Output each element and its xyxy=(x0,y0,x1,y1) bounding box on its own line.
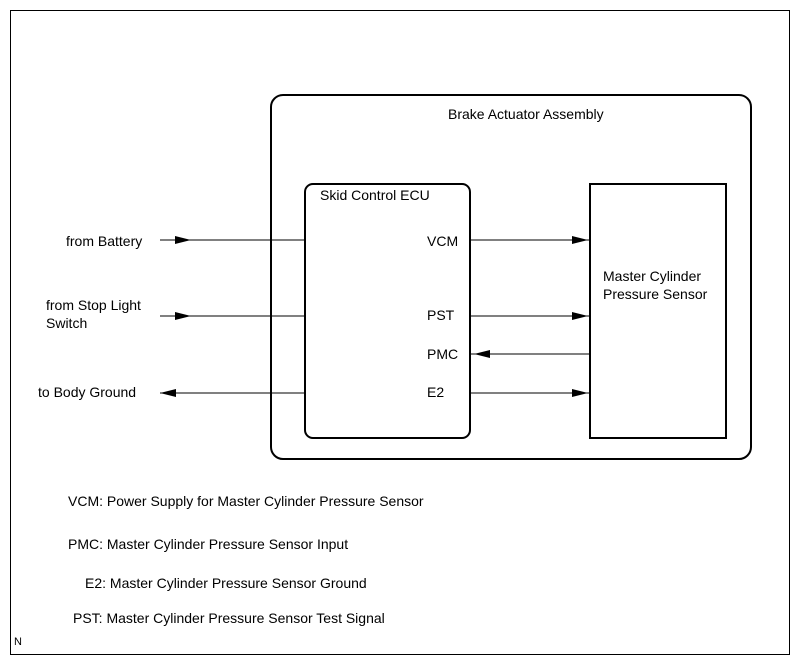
assembly-label: Brake Actuator Assembly xyxy=(448,106,604,122)
skid-control-ecu-box xyxy=(304,183,471,439)
diagram-frame xyxy=(10,10,790,655)
terminal-pmc: PMC xyxy=(427,346,459,362)
pst-arrow xyxy=(572,312,588,320)
stop-light-arrow xyxy=(175,312,191,320)
ecu-label: Skid Control ECU xyxy=(320,187,430,203)
e2-arrow xyxy=(572,389,588,397)
pmc-arrow xyxy=(474,350,490,358)
corner-mark: N xyxy=(14,636,22,648)
legend-pmc: PMC: Master Cylinder Pressure Sensor Inp… xyxy=(68,536,349,552)
vcm-arrow xyxy=(572,236,588,244)
legend-e2: E2: Master Cylinder Pressure Sensor Grou… xyxy=(85,575,367,591)
legend-pst: PST: Master Cylinder Pressure Sensor Tes… xyxy=(73,610,385,626)
battery-arrow xyxy=(175,236,191,244)
legend-vcm: VCM: Power Supply for Master Cylinder Pr… xyxy=(68,493,424,509)
terminal-vcm: VCM xyxy=(427,233,459,249)
from-stop-light-label-line-1: from Stop Light xyxy=(46,297,141,313)
terminal-pst: PST xyxy=(427,307,455,323)
terminal-e2: E2 xyxy=(427,384,445,400)
sensor-label-line-1: Master Cylinder xyxy=(603,268,702,284)
to-body-ground-label: to Body Ground xyxy=(38,384,137,400)
ground-arrow xyxy=(160,389,176,397)
from-stop-light-label-line-2: Switch xyxy=(46,315,88,331)
brake-actuator-assembly-box xyxy=(270,94,752,460)
master-cylinder-sensor-box xyxy=(589,183,727,439)
sensor-label-line-2: Pressure Sensor xyxy=(603,286,708,302)
from-battery-label: from Battery xyxy=(66,233,143,249)
